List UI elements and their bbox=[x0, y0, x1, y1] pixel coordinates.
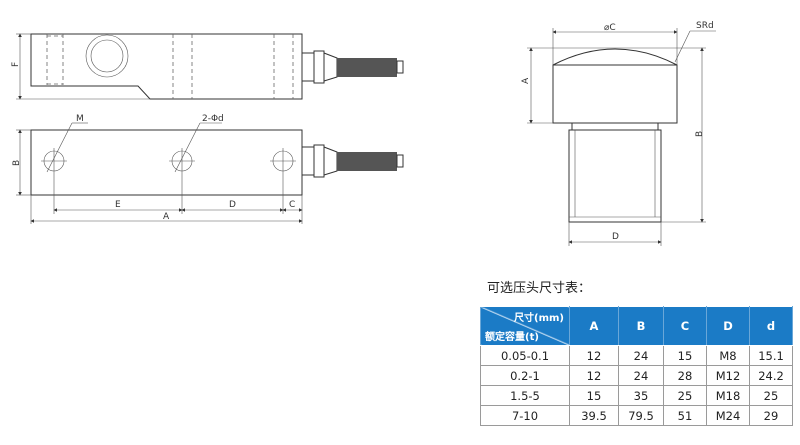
dim-label-phi-C: ⌀C bbox=[604, 23, 616, 33]
dim-label-B-indenter: B bbox=[695, 131, 705, 137]
dim-label-D: D bbox=[229, 200, 236, 210]
table-title: 可选压头尺寸表： bbox=[487, 281, 592, 296]
load-cell-side-view: F bbox=[11, 33, 404, 100]
cell: 0.05-0.1 bbox=[480, 345, 570, 366]
header-rated-capacity: 额定容量(t) bbox=[485, 332, 539, 343]
cell: 24 bbox=[618, 365, 664, 386]
label-2-phi-d: 2-Φd bbox=[202, 114, 224, 124]
dim-label-A: A bbox=[163, 212, 170, 222]
dim-label-D-indenter: D bbox=[612, 232, 619, 242]
cell: 35 bbox=[618, 385, 664, 406]
cell: M12 bbox=[706, 365, 750, 386]
indenter-drawing: ⌀C SRd A B D bbox=[521, 21, 716, 246]
column-header: A bbox=[569, 306, 619, 346]
dim-label-F: F bbox=[11, 62, 21, 67]
cell: 28 bbox=[663, 365, 707, 386]
cell: 0.2-1 bbox=[480, 365, 570, 386]
diagonal-header: 尺寸(mm) 额定容量(t) bbox=[480, 306, 570, 346]
dim-label-E: E bbox=[115, 200, 121, 210]
header-size-mm: 尺寸(mm) bbox=[514, 313, 564, 324]
cell: 24.2 bbox=[749, 365, 793, 386]
cell: 25 bbox=[663, 385, 707, 406]
column-header: C bbox=[663, 306, 707, 346]
cell: 15 bbox=[569, 385, 619, 406]
cell: M18 bbox=[706, 385, 750, 406]
load-cell-bottom-view: M 2-Φd B E D C A bbox=[12, 114, 404, 224]
cell: 15.1 bbox=[749, 345, 793, 366]
cell: 15 bbox=[663, 345, 707, 366]
dim-label-A-indenter: A bbox=[521, 77, 531, 84]
label-M: M bbox=[76, 114, 84, 124]
label-SRd: SRd bbox=[696, 21, 714, 31]
dim-label-C: C bbox=[289, 200, 295, 210]
cell: 24 bbox=[618, 345, 664, 366]
column-header: D bbox=[706, 306, 750, 346]
cell: 1.5-5 bbox=[480, 385, 570, 406]
cell: 79.5 bbox=[618, 405, 664, 426]
cell: 39.5 bbox=[569, 405, 619, 426]
cell: 7-10 bbox=[480, 405, 570, 426]
cell: 25 bbox=[749, 385, 793, 406]
table-header-row: 尺寸(mm) 额定容量(t) A B C D d bbox=[480, 306, 793, 346]
cell: M24 bbox=[706, 405, 750, 426]
cell: 29 bbox=[749, 405, 793, 426]
cell: M8 bbox=[706, 345, 750, 366]
cell: 51 bbox=[663, 405, 707, 426]
cell: 12 bbox=[569, 365, 619, 386]
cell: 12 bbox=[569, 345, 619, 366]
column-header: d bbox=[749, 306, 793, 346]
dim-label-B: B bbox=[12, 160, 22, 166]
column-header: B bbox=[618, 306, 664, 346]
